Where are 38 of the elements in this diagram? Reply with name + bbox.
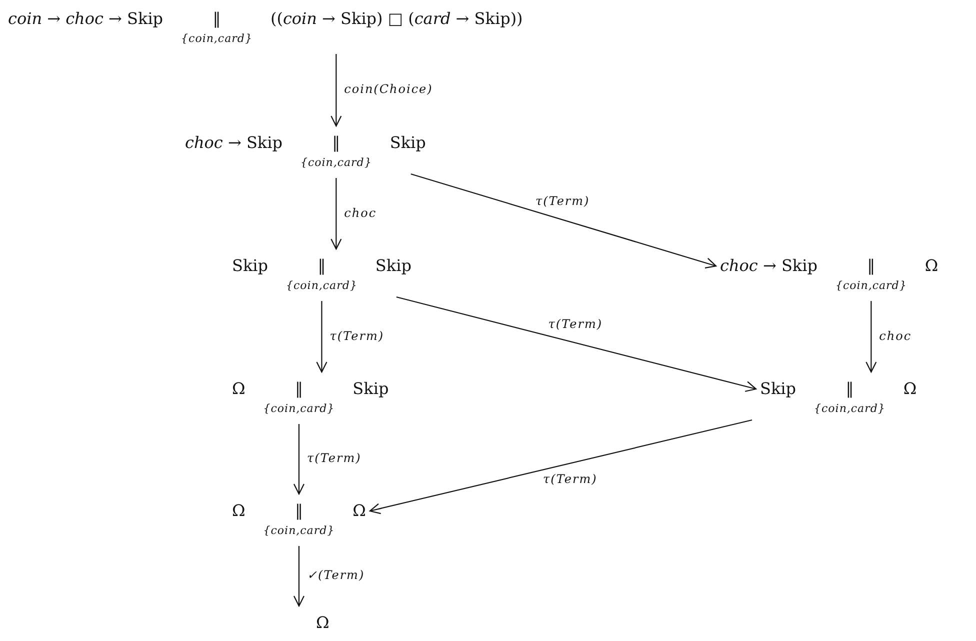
arrow — [866, 301, 877, 373]
process-expression: Skip — [232, 255, 268, 277]
arrow — [410, 173, 717, 268]
process-expression: Ω — [316, 612, 330, 634]
sync-set: {coin,card} — [300, 156, 372, 170]
process-expression: Ω — [232, 500, 246, 522]
arrow — [293, 546, 305, 607]
sync-set: {coin,card} — [181, 32, 252, 46]
parallel-operator: ‖ — [318, 255, 326, 277]
process-expression: Ω — [352, 500, 366, 522]
sync-set: {coin,card} — [263, 524, 335, 538]
parallel-operator: ‖ — [846, 378, 854, 400]
process-expression: choc → Skip — [185, 132, 282, 154]
parallel-operator: ‖ — [332, 132, 340, 154]
arrow — [330, 54, 342, 127]
process-expression: coin → choc → Skip — [8, 8, 164, 30]
arrow — [316, 301, 328, 373]
process-expression: Ω — [903, 378, 917, 400]
process-expression: Skip — [375, 255, 412, 277]
process-expression: Skip — [390, 132, 426, 154]
process-expression: choc → Skip — [720, 255, 818, 277]
arrow — [293, 424, 305, 495]
process-expression: ((coin → Skip) □ (card → Skip)) — [270, 8, 523, 30]
process-expression: Skip — [760, 378, 796, 400]
process-expression: Ω — [232, 378, 246, 400]
parallel-operator: ‖ — [212, 8, 221, 30]
arrow — [369, 419, 752, 514]
parallel-operator: ‖ — [294, 378, 303, 400]
sync-set: {coin,card} — [814, 402, 886, 416]
sync-set: {coin,card} — [835, 279, 907, 293]
arrow — [330, 178, 342, 250]
process-expression: Skip — [352, 378, 389, 400]
process-expression: Ω — [924, 255, 938, 277]
sync-set: {coin,card} — [286, 279, 358, 293]
sync-set: {coin,card} — [263, 402, 335, 416]
arrow — [396, 296, 757, 392]
parallel-operator: ‖ — [867, 255, 876, 277]
parallel-operator: ‖ — [294, 500, 303, 522]
